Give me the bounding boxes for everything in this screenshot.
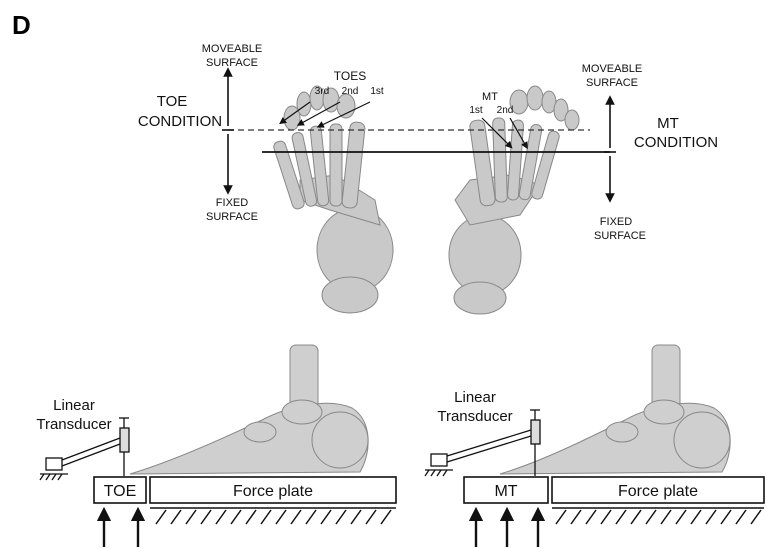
hatch-mark bbox=[261, 510, 271, 524]
hatch-mark bbox=[216, 510, 226, 524]
hatch-mark bbox=[201, 510, 211, 524]
transducer-right-line1: Linear bbox=[454, 389, 496, 406]
hatch-mark bbox=[336, 510, 346, 524]
mt-plate-label: MT bbox=[494, 483, 517, 500]
ground-hatching-left bbox=[156, 510, 391, 524]
toes-title: TOES bbox=[334, 69, 366, 83]
toe-2nd-label: 2nd bbox=[342, 86, 359, 97]
mt-title: MT bbox=[482, 91, 498, 103]
moveable-surface-right-line2: SURFACE bbox=[586, 77, 638, 89]
mt-1st-label: 1st bbox=[469, 105, 483, 116]
force-plate-right-label: Force plate bbox=[618, 483, 698, 500]
hatch-mark bbox=[246, 510, 256, 524]
mt-2nd-label: 2nd bbox=[497, 105, 514, 116]
hatch-mark bbox=[616, 510, 626, 524]
hatch-mark bbox=[306, 510, 316, 524]
top-foot-diagram: MOVEABLE SURFACE TOE CONDITION FIXED SUR… bbox=[138, 43, 718, 314]
moveable-surface-right-line1: MOVEABLE bbox=[582, 63, 643, 75]
hatch-mark bbox=[736, 510, 746, 524]
toe-1st-label: 1st bbox=[370, 86, 384, 97]
toe-condition-line2: CONDITION bbox=[138, 113, 222, 130]
toe-3rd-label: 3rd bbox=[315, 86, 329, 97]
hatch-mark bbox=[721, 510, 731, 524]
fixed-surface-right-line2: SURFACE bbox=[594, 230, 646, 242]
transducer-right-line2: Transducer bbox=[437, 408, 512, 425]
hatch-mark bbox=[631, 510, 641, 524]
left-lateral-foot-illustration bbox=[130, 345, 368, 474]
hatch-mark bbox=[691, 510, 701, 524]
hatch-mark bbox=[751, 510, 761, 524]
hatch-mark bbox=[706, 510, 716, 524]
fixed-surface-right-line1: FIXED bbox=[600, 216, 632, 228]
panel-label: D bbox=[12, 10, 31, 40]
fixed-surface-left-line1: FIXED bbox=[216, 197, 248, 209]
toe-condition-line1: TOE bbox=[157, 93, 188, 110]
toe-setup-diagram: Linear Transducer TOE Force plate bbox=[36, 345, 396, 547]
hatch-mark bbox=[351, 510, 361, 524]
fixed-surface-left-line2: SURFACE bbox=[206, 211, 258, 223]
hatch-mark bbox=[601, 510, 611, 524]
hatch-mark bbox=[291, 510, 301, 524]
hatch-mark bbox=[321, 510, 331, 524]
hatch-mark bbox=[171, 510, 181, 524]
mt-condition-line2: CONDITION bbox=[634, 134, 718, 151]
mt-setup-diagram: Linear Transducer MT Force plate bbox=[425, 345, 764, 547]
hatch-mark bbox=[381, 510, 391, 524]
hatch-mark bbox=[571, 510, 581, 524]
hatch-mark bbox=[676, 510, 686, 524]
moveable-surface-left-line2: SURFACE bbox=[206, 57, 258, 69]
hatch-mark bbox=[366, 510, 376, 524]
hatch-mark bbox=[276, 510, 286, 524]
mt-condition-line1: MT bbox=[657, 115, 679, 132]
hatch-mark bbox=[156, 510, 166, 524]
transducer-left-line1: Linear bbox=[53, 397, 95, 414]
hatch-mark bbox=[186, 510, 196, 524]
hatch-mark bbox=[556, 510, 566, 524]
right-foot-skeleton-illustration bbox=[449, 86, 579, 314]
ground-hatching-right bbox=[556, 510, 761, 524]
transducer-left-line2: Transducer bbox=[36, 416, 111, 433]
hatch-mark bbox=[231, 510, 241, 524]
force-plate-left-label: Force plate bbox=[233, 483, 313, 500]
hatch-mark bbox=[586, 510, 596, 524]
toe-plate-label: TOE bbox=[104, 483, 137, 500]
moveable-surface-left-line1: MOVEABLE bbox=[202, 43, 263, 55]
hatch-mark bbox=[661, 510, 671, 524]
hatch-mark bbox=[646, 510, 656, 524]
